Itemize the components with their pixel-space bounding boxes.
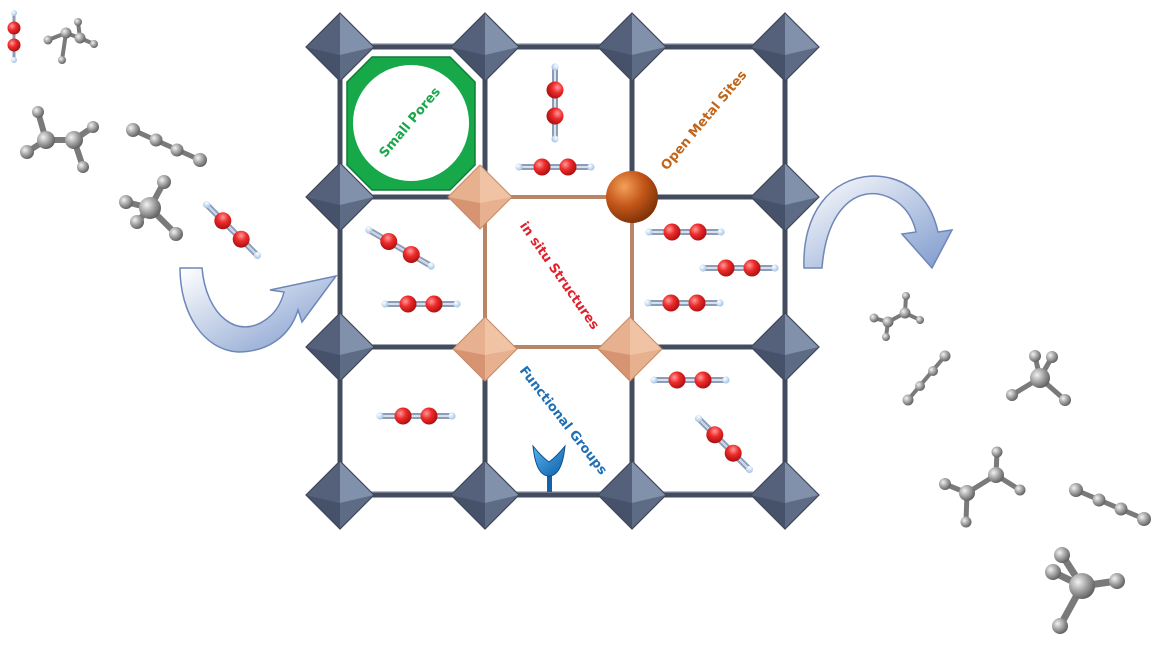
released-molecules (869, 292, 1151, 634)
molecule-ethane-released-1 (1006, 350, 1071, 406)
in-situ-structures-label: in situ Structures (516, 219, 602, 333)
molecule-ethylene-small (43, 18, 98, 64)
molecule-linear-released-1 (902, 350, 951, 406)
metal-sphere-icon (606, 171, 658, 223)
curved-arrow-out-icon (803, 175, 954, 270)
small-pore (346, 56, 476, 191)
molecule-linear-released-2 (1069, 483, 1151, 526)
y-shaped-receptor-icon (532, 444, 566, 492)
molecule-ethane (119, 175, 183, 241)
molecule-ethylene (20, 106, 99, 173)
open-metal-sites-label: Open Metal Sites (658, 68, 750, 174)
curved-arrow-in-icon (179, 267, 338, 353)
molecule-linear-gray (126, 123, 207, 167)
molecule-ethane-released-2 (1045, 547, 1125, 634)
molecule-ethylene-released-2 (939, 446, 1026, 528)
molecule-ethylene-released (869, 292, 924, 341)
feed-molecules (7, 10, 268, 266)
molecule-acetylene-small (7, 10, 21, 63)
